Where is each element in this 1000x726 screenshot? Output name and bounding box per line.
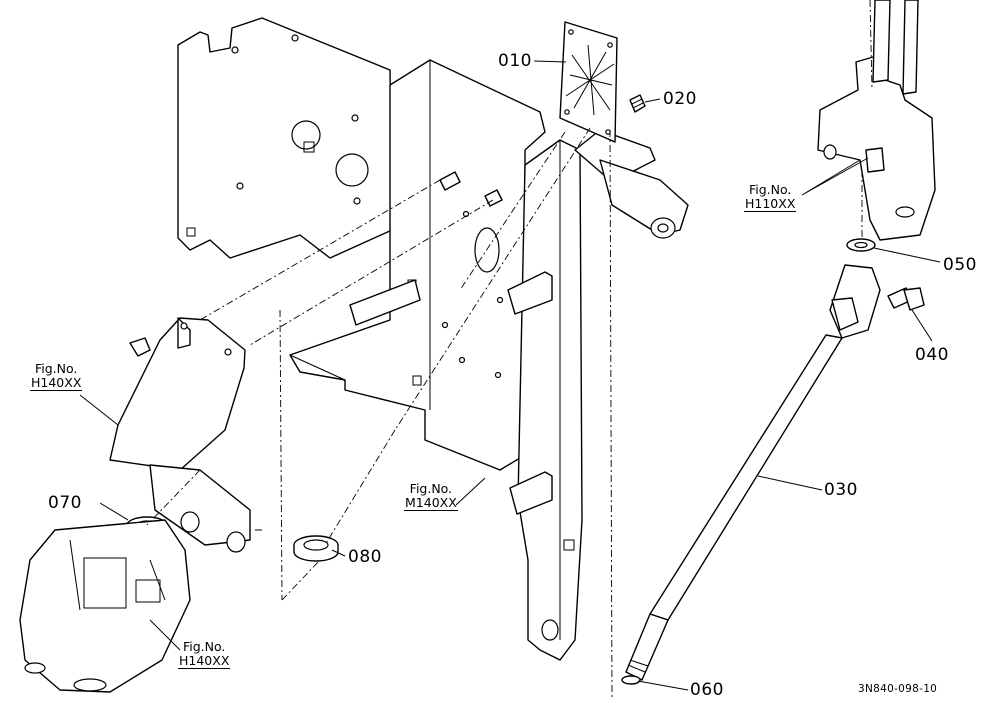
part-080-bushing [293, 535, 339, 562]
leader-lines [79, 60, 941, 691]
part-040-bolt [887, 287, 925, 311]
rear-frame-plate [177, 17, 393, 259]
label-part-020: 020 [663, 89, 697, 109]
label-part-030: 030 [824, 480, 858, 500]
column-bracket [507, 129, 656, 661]
figure-ref-prefix: Fig.No. [182, 639, 226, 654]
figure-ref-h140-upper: Fig.No. H140XX [30, 361, 83, 391]
pedal-bracket-h140 [109, 317, 262, 553]
figure-ref-prefix: Fig.No. [409, 481, 453, 496]
figure-ref-h140-lower: Fig.No. H140XX [178, 639, 231, 669]
label-part-070: 070 [48, 493, 82, 513]
label-part-080: 080 [348, 547, 382, 567]
part-010-cover-plate [559, 21, 618, 143]
assembly-lines [146, 0, 873, 701]
main-frame [289, 59, 546, 471]
label-part-040: 040 [915, 345, 949, 365]
label-part-060: 060 [690, 680, 724, 700]
figure-ref-number: H110XX [744, 196, 797, 212]
figure-ref-m140: Fig.No. M140XX [404, 482, 458, 511]
figure-ref-prefix: Fig.No. [748, 182, 792, 197]
shaft-boss [599, 159, 689, 239]
column-bracket-h110 [817, 0, 936, 241]
pedal-housing-h140 [19, 519, 191, 693]
figure-code: 3N840-098-10 [858, 683, 938, 695]
figure-ref-h110: Fig.No. H110XX [744, 182, 797, 212]
figure-ref-number: M140XX [404, 495, 458, 511]
part-060-clip [621, 675, 641, 685]
figure-ref-prefix: Fig.No. [34, 361, 78, 376]
label-part-010: 010 [498, 51, 532, 71]
figure-ref-number: H140XX [30, 375, 83, 391]
figure-ref-number: H140XX [178, 653, 231, 669]
part-030-steering-shaft [625, 264, 881, 681]
part-020-screw [629, 94, 646, 113]
part-050-washer [846, 238, 876, 252]
label-part-050: 050 [943, 255, 977, 275]
